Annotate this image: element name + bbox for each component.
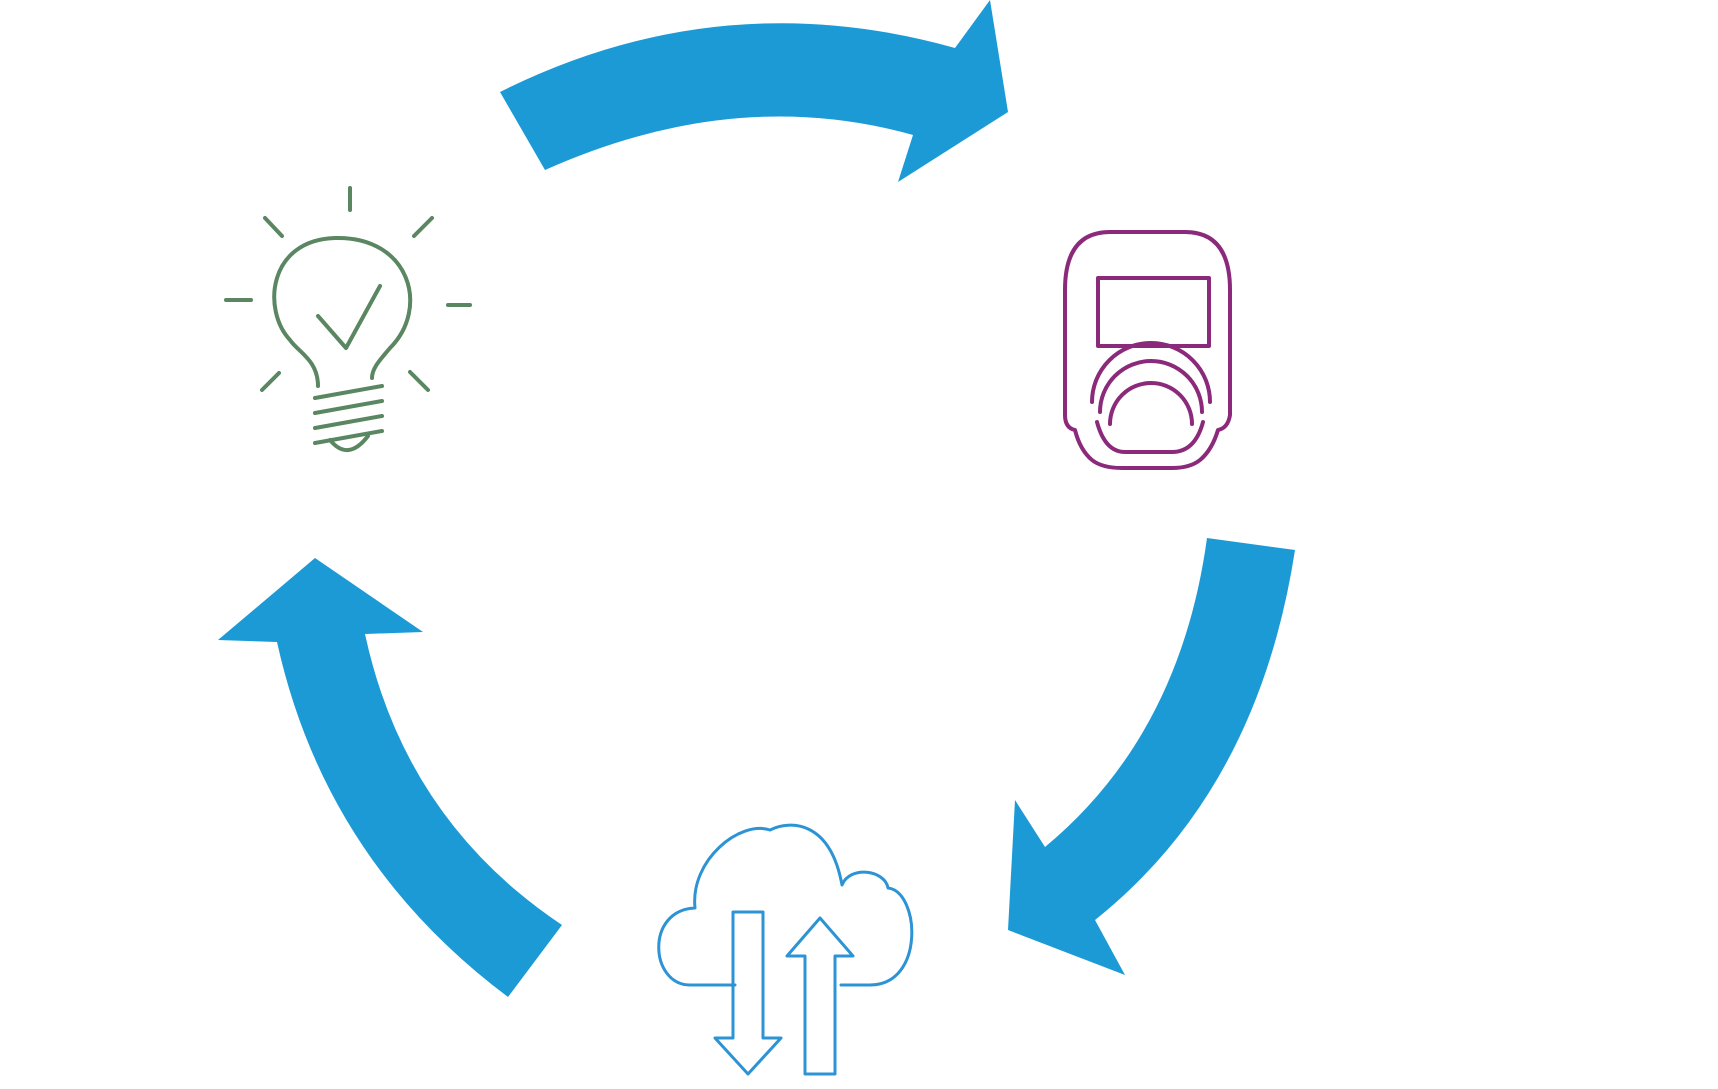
- contactless-reader-device-icon: [1063, 230, 1232, 470]
- arrow-device-to-cloud: [1008, 538, 1295, 975]
- cycle-arrows: [218, 0, 1295, 997]
- arrow-cloud-to-idea: [218, 558, 562, 997]
- arrow-idea-to-device: [500, 0, 1008, 182]
- lightbulb-checkmark-icon: [224, 186, 472, 452]
- cloud-sync-icon: [657, 823, 914, 1076]
